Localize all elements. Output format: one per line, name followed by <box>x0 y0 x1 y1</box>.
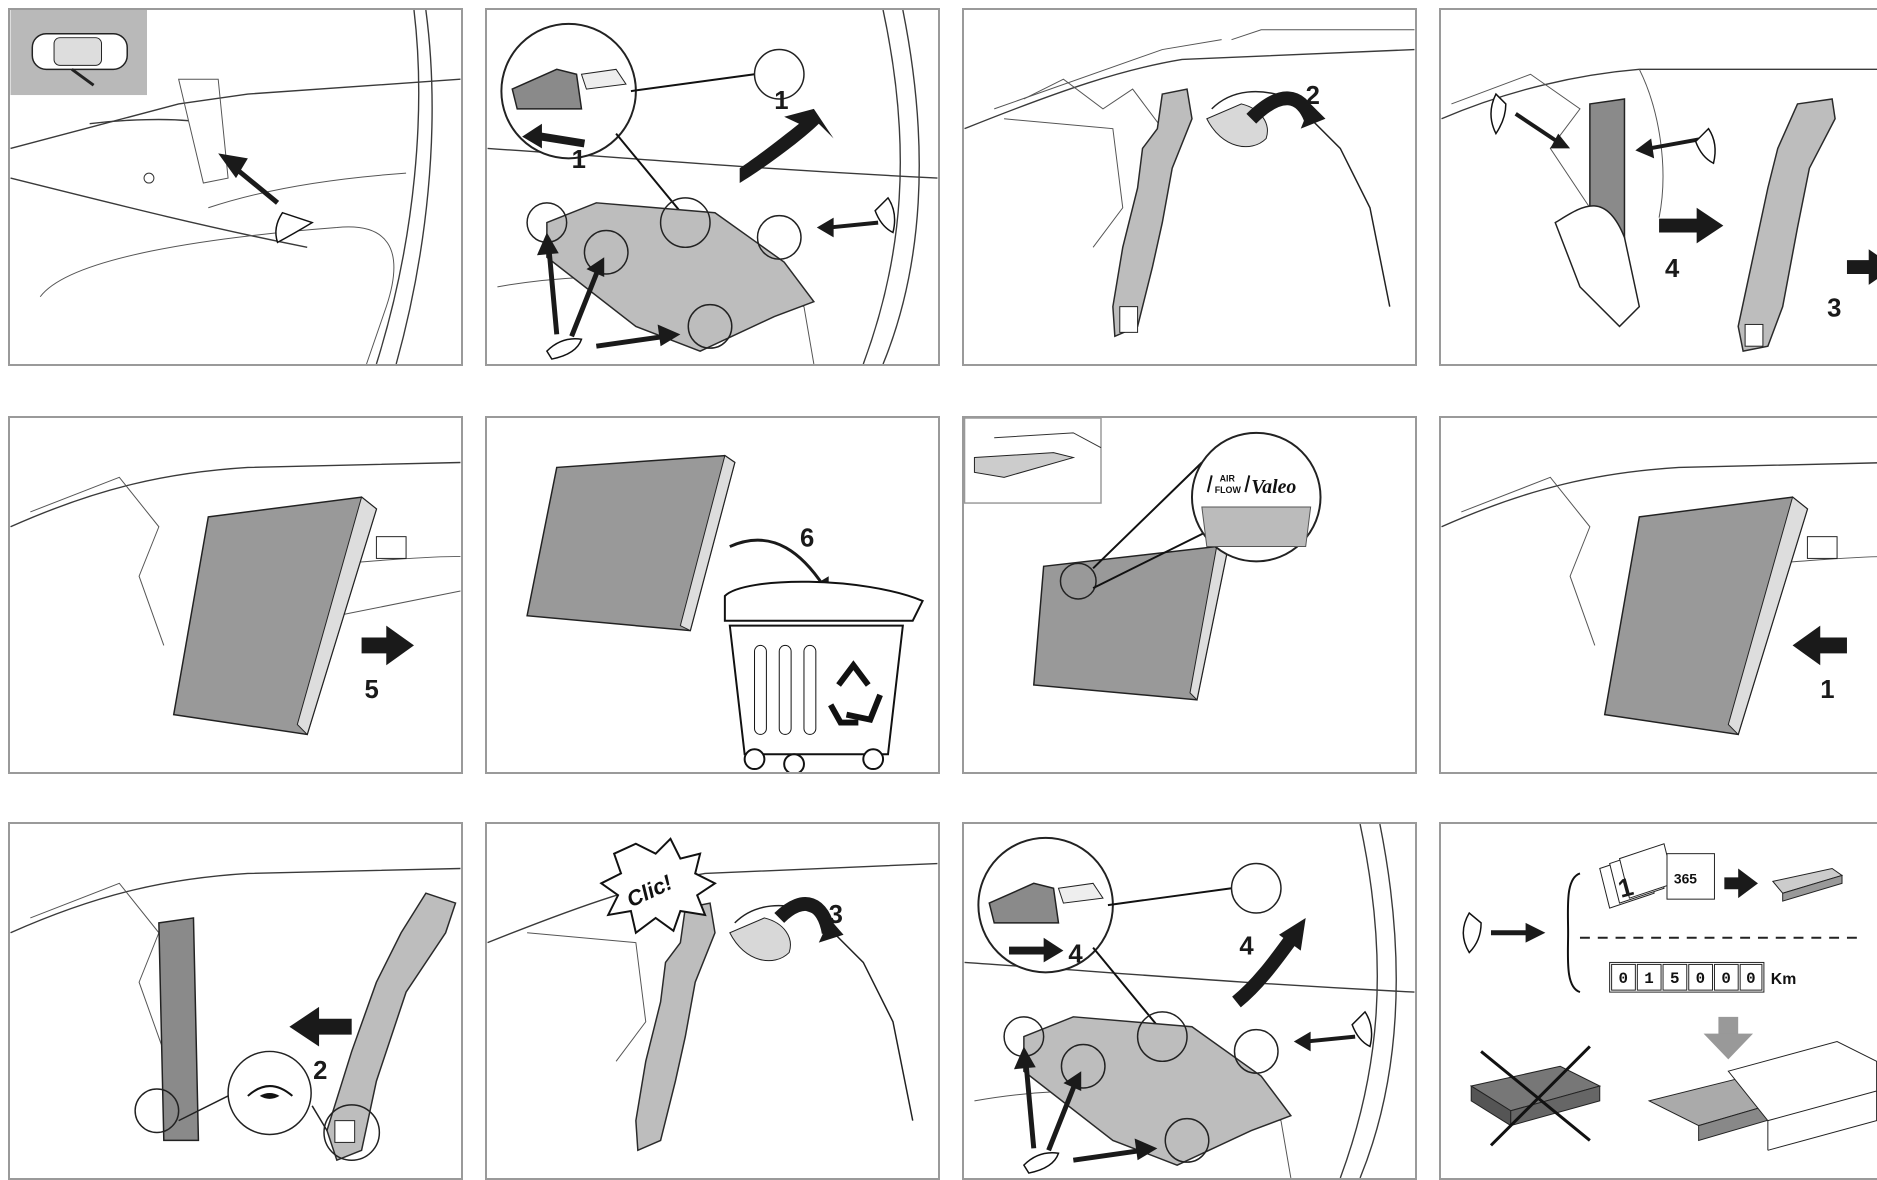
panel-1-illustration <box>10 10 461 364</box>
panel-1-locate-glovebox <box>8 8 463 366</box>
calendar-last-day: 365 <box>1674 870 1697 886</box>
panel-3-pull-cover: 2 <box>962 8 1417 366</box>
filter-thumb-new <box>1773 868 1842 901</box>
panel-12-illustration: 1 365 0 1 5 0 0 0 Km <box>1441 824 1877 1178</box>
eye-icon <box>1463 913 1481 953</box>
recycle-bin <box>725 582 923 772</box>
panel-8-illustration: 1 <box>1441 418 1877 772</box>
panel-11-step: 4 <box>1239 933 1254 961</box>
calendar-icon: 1 365 <box>1600 844 1715 908</box>
panel-7-check-airflow: AIR FLOW Valeo <box>962 416 1417 774</box>
panel-2-illustration: 1 1 <box>487 10 938 364</box>
odometer-unit: Km <box>1771 971 1796 988</box>
new-filter-box <box>1649 1042 1876 1151</box>
valeo-logo: Valeo <box>1251 476 1296 498</box>
panel-6-recycle-filter: 6 <box>485 416 940 774</box>
panel-4-illustration: 4 3 <box>1441 10 1877 364</box>
panel-9-illustration: 2 <box>10 824 461 1178</box>
panel-9-refit-cover: 2 <box>8 822 463 1180</box>
odometer-digit-1: 0 <box>1619 970 1629 988</box>
panel-3-illustration: 2 <box>964 10 1415 364</box>
panel-9-step: 2 <box>313 1057 327 1085</box>
old-filter-crossed <box>1471 1046 1600 1145</box>
airflow-label-1: AIR <box>1220 473 1236 483</box>
panel-3-step: 2 <box>1306 82 1320 110</box>
panel-2-remove-panel: 1 1 <box>485 8 940 366</box>
panel-2-inset-step: 1 <box>572 146 586 174</box>
odometer-digit-5: 0 <box>1721 970 1731 988</box>
panel-5-step: 5 <box>365 676 379 704</box>
odometer-digit-2: 1 <box>1644 970 1654 988</box>
panel-7-illustration: AIR FLOW Valeo <box>964 418 1415 772</box>
odometer-digit-3: 5 <box>1670 970 1680 988</box>
panel-11-illustration: 4 4 <box>964 824 1415 1178</box>
filter-cabin <box>174 497 377 734</box>
panel-4-remove-old-filter: 4 3 <box>1439 8 1877 366</box>
panel-2-step: 1 <box>774 87 788 115</box>
panel-4-step-a: 4 <box>1665 255 1680 283</box>
odometer-digit-6: 0 <box>1746 970 1756 988</box>
panel-10-clip-cover: 3 Clic! <box>485 822 940 1180</box>
panel-4-step-b: 3 <box>1827 295 1841 323</box>
odometer-digit-4: 0 <box>1696 970 1706 988</box>
panel-6-illustration: 6 <box>487 418 938 772</box>
panel-8-step: 1 <box>1820 676 1834 704</box>
odometer: 0 1 5 0 0 0 Km <box>1610 962 1797 992</box>
panel-6-step: 6 <box>800 525 814 553</box>
panel-11-refit-panel: 4 4 <box>962 822 1417 1180</box>
panel-8-insert-filter: 1 <box>1439 416 1877 774</box>
airflow-label-2: FLOW <box>1215 485 1242 495</box>
panel-5-illustration: 5 <box>10 418 461 772</box>
panel-12-replacement-interval: 1 365 0 1 5 0 0 0 Km <box>1439 822 1877 1180</box>
panel-10-illustration: 3 Clic! <box>487 824 938 1178</box>
panel-5-pull-filter-out: 5 <box>8 416 463 774</box>
panel-10-step: 3 <box>829 901 843 929</box>
panel-11-inset-step: 4 <box>1068 940 1083 968</box>
